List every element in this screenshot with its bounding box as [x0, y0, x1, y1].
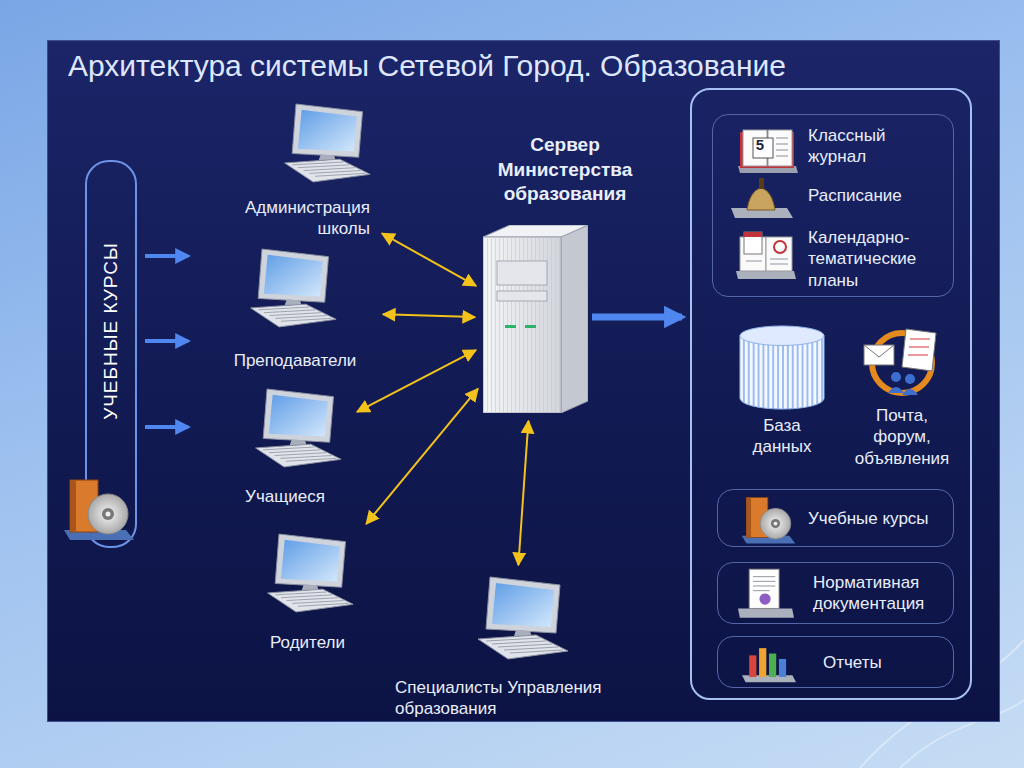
flow-arrow — [592, 314, 682, 321]
mail-icon — [862, 325, 942, 397]
output-panel: Классный журналРасписаниеКалендарно-тема… — [690, 88, 972, 700]
item-box: Нормативная документация — [717, 562, 954, 624]
pc-node: Преподаватели — [215, 245, 375, 378]
journal-group: Классный журналРасписаниеКалендарно-тема… — [712, 114, 954, 297]
node-label: Календарно-тематические планы — [808, 227, 948, 291]
node-label: Отчеты — [823, 652, 948, 673]
pc-node: Администрация школы — [215, 100, 375, 270]
pc-node: Специалисты Управления образования — [390, 573, 635, 726]
node-label: Преподаватели — [215, 350, 375, 371]
book-icon — [62, 474, 137, 542]
doc-icon — [738, 567, 794, 619]
node-label: Учебные курсы — [808, 508, 948, 529]
node-label: Администрация школы — [215, 197, 370, 240]
cal-icon — [736, 229, 796, 279]
pc-node: Родители — [250, 530, 365, 660]
node-label: Почта, форум, объявления — [852, 405, 952, 469]
flow-arrow — [145, 339, 188, 343]
node-label: База данных — [742, 415, 822, 458]
node-label: Специалисты Управления образования — [395, 677, 635, 720]
pc-node: Учащиеся — [220, 385, 350, 514]
node-label: Классный журнал — [808, 125, 948, 168]
cyl-icon — [737, 324, 827, 412]
node-label: Учащиеся — [220, 486, 350, 507]
pc-icon — [243, 245, 338, 331]
bell-icon — [731, 178, 795, 220]
icon-number: 5 — [754, 136, 766, 153]
server-icon — [483, 225, 588, 413]
exchange-arrow — [382, 233, 476, 285]
book-icon — [740, 493, 798, 545]
flow-arrow — [145, 425, 188, 429]
database-node: База данных — [732, 322, 832, 464]
node-label: Расписание — [808, 185, 948, 206]
mail-node: Почта, форум, объявления — [840, 325, 965, 480]
node-label: Родители — [250, 632, 365, 653]
chart-icon — [742, 642, 796, 684]
node-label: УЧЕБНЫЕ КУРСЫ — [99, 242, 123, 420]
pc-icon — [277, 100, 372, 186]
flow-arrow — [145, 254, 188, 258]
pc-icon — [260, 530, 355, 616]
journal-icon — [738, 128, 798, 173]
node-label: Сервер Министерства образования — [470, 133, 660, 207]
item-box: Отчеты — [717, 636, 954, 688]
pc-icon — [248, 385, 343, 471]
pc-icon — [470, 573, 570, 663]
node-label: Нормативная документация — [813, 572, 953, 615]
exchange-arrow — [357, 350, 476, 412]
exchange-arrow — [518, 421, 528, 565]
exchange-arrow — [383, 314, 475, 317]
server-node: Сервер Министерства образования — [470, 133, 660, 415]
item-box: Учебные курсы — [717, 489, 954, 547]
course-band: УЧЕБНЫЕ КУРСЫ — [85, 160, 137, 548]
slide-title: Архитектура системы Сетевой Город. Образ… — [68, 49, 786, 83]
exchange-arrow — [366, 389, 478, 524]
